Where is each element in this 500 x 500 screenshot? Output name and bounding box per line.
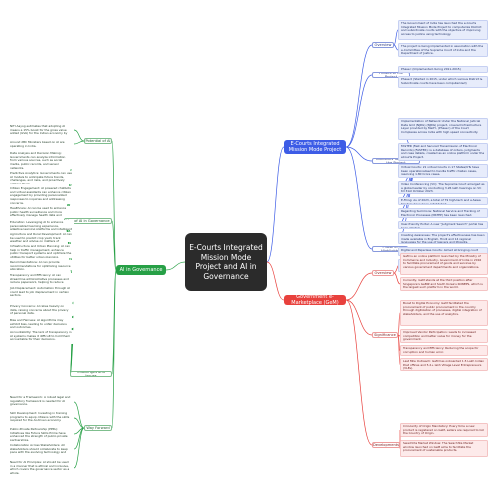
ai-way-forward[interactable]: Way Forward: [84, 425, 112, 431]
connector-ai-leaf-16: [73, 417, 85, 429]
ai-leaf[interactable]: Accountability: The lack of transparency…: [8, 330, 74, 344]
ecourts-leaf[interactable]: Regarding Summons: National Service and …: [398, 208, 488, 218]
ai-leaf[interactable]: Privacy Concerns: AI relies heavily on d…: [8, 304, 74, 316]
ai-challenges[interactable]: Challenges and Issues: [70, 371, 112, 377]
ecourts-leaf[interactable]: Virtual Courts: 21 virtual Courts in 17 …: [398, 164, 488, 178]
ecourts-leaf[interactable]: Implementation of Network Under the Nati…: [398, 118, 488, 140]
ai-leaf[interactable]: Need for AI Principles: AI should be use…: [8, 460, 74, 476]
gem-leaf[interactable]: Improved Vendor Participation: Leads to …: [400, 329, 488, 343]
ai-leaf[interactable]: Agriculture and Rural Development: AI ca…: [8, 232, 74, 242]
gem-overview[interactable]: Overview: [372, 270, 394, 276]
gem-leaf[interactable]: Transparency and Efficiency: Reducing th…: [400, 345, 488, 356]
ai-leaf[interactable]: Collaboration Across Stakeholders: All s…: [8, 443, 74, 455]
connector-gem-leaf-1: [393, 272, 401, 285]
connector-ecourts-leaf-1: [393, 44, 399, 51]
ai-leaf[interactable]: Around 2BC Ministers based on AI are ope…: [8, 140, 74, 148]
connector-ecourts-leaf-0: [393, 29, 399, 46]
connector-gem-leaf-2: [397, 312, 401, 336]
connector-gem-leaf-5: [397, 334, 401, 365]
ai-leaf[interactable]: NITI Aayog estimates that adopting AI me…: [8, 124, 74, 136]
ai-leaf[interactable]: Skill Development: Investing in training…: [8, 411, 74, 425]
ai-leaf[interactable]: Need for a Framework: A robust legal and…: [8, 395, 74, 409]
ai-leaf[interactable]: Recommendations: AI can provide recommen…: [8, 260, 74, 270]
gem-leaf[interactable]: Currently, GeM stands at the third posit…: [400, 277, 488, 291]
gem-leaf[interactable]: Circularity of Origin Mandatory: Every t…: [400, 423, 488, 437]
central-topic[interactable]: E-Courts Integrated Mission Mode Project…: [185, 233, 267, 291]
connector-center-gem: [266, 261, 285, 301]
ecourts-leaf[interactable]: Phase II (Started in 2015, under which v…: [398, 76, 488, 88]
connector-ai-sub-1: [111, 220, 117, 271]
gem-significance[interactable]: Significance: [372, 332, 398, 338]
ecourts-leaf[interactable]: Phase I (Implemented during 2011-2015): [398, 66, 488, 73]
ai-leaf[interactable]: Predictive Analytics: Governments can us…: [8, 171, 74, 184]
connector-ecourts-sub-1: [345, 74, 373, 148]
gem-developments[interactable]: Developments: [372, 442, 400, 448]
ecourts-leaf[interactable]: E-Filing: As of 2023, a total of 79 high…: [398, 197, 488, 205]
connector-ai-leaf-0: [73, 129, 85, 142]
connector-gem-sub-2: [345, 299, 373, 446]
ai-leaf[interactable]: Public-Private Partnership (PPPs): Initi…: [8, 427, 74, 441]
branch-ai[interactable]: AI in Governance: [116, 265, 166, 275]
ecourts-leaf[interactable]: The project is being implemented in asso…: [398, 43, 488, 57]
ai-leaf[interactable]: Education: Leveraging AI to enhance pers…: [8, 220, 74, 230]
gem-leaf[interactable]: GeM is an online platform launched by th…: [400, 253, 488, 275]
ai-leaf[interactable]: Bias and Fairness: AI algorithms may exh…: [8, 318, 74, 328]
ai-leaf[interactable]: Infrastructure and Urban Planning: AI ca…: [8, 244, 74, 258]
ai-leaf[interactable]: Transparency and Efficiency: AI can stre…: [8, 273, 74, 285]
ecourts-leaf[interactable]: Creating Awareness: The project's effect…: [398, 232, 488, 244]
ai-leaf[interactable]: Data Analysis and Decision Making: Gover…: [8, 151, 74, 169]
ecourts-phases[interactable]: Phases of the Project: [372, 72, 410, 78]
ecourts-overview[interactable]: Overview: [372, 42, 394, 48]
ecourts-initiatives[interactable]: Initiatives Taken under the Project: [372, 158, 420, 164]
connector-gem-sub-1: [345, 299, 373, 336]
connector-ecourts-sub-3: [345, 146, 373, 250]
connector-center-ai: [165, 261, 186, 271]
branch-ecourts[interactable]: E-Courts Integrated Mission Mode Project: [284, 140, 346, 154]
connector-ai-leaf-19: [73, 427, 85, 469]
ai-leaf[interactable]: Job Displacement: Automation through AI …: [8, 286, 74, 302]
gem-leaf[interactable]: Boost to Digital Economy: GeM facilitate…: [400, 300, 488, 326]
connector-ecourts-sub-2: [345, 146, 373, 162]
ai-potential[interactable]: Potential of AI: [84, 138, 112, 144]
ecourts-leaf[interactable]: Video Conferencing (VC): The Supreme Cou…: [398, 181, 488, 194]
ecourts-leaf[interactable]: FASTER (Fast and Secured Transmission of…: [398, 143, 488, 161]
gem-leaf[interactable]: Last Mile Outreach: GeM has onboarded 1.…: [400, 358, 488, 371]
ecourts-leaf[interactable]: User-friendly Portal: A new "Judgment Se…: [398, 221, 488, 229]
connector-ai-sub-3: [111, 269, 117, 429]
connector-gem-sub-0: [345, 272, 373, 301]
connector-ai-leaf-1: [73, 140, 85, 145]
connector-ecourts-sub-0: [345, 44, 373, 148]
gem-leaf[interactable]: Swachhta Market Window: The Swachhta Mar…: [400, 440, 488, 457]
connector-ai-sub-0: [111, 140, 117, 271]
ecourts-leaf[interactable]: The Government of India has launched the…: [398, 20, 488, 40]
ai-leaf[interactable]: Healthcare: AI can be used to enhance pu…: [8, 206, 74, 218]
connector-ai-leaf-15: [73, 401, 85, 429]
connector-center-ecourts: [266, 146, 285, 263]
branch-gem[interactable]: Government e-Marketplace (GeM): [284, 295, 346, 305]
ai-leaf[interactable]: Citizen Engagement: AI powered chatbots …: [8, 186, 74, 204]
